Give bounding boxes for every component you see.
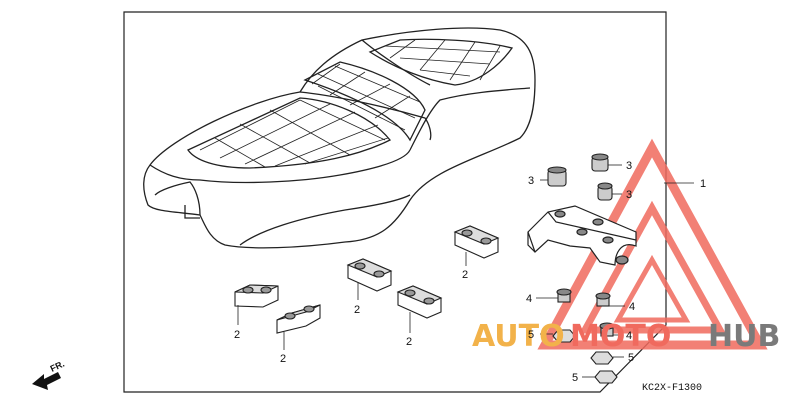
rear-pad — [368, 38, 514, 86]
front-direction-arrow-icon: FR. — [32, 359, 66, 390]
grommet — [591, 153, 609, 172]
watermark-auto: AUTO — [472, 319, 565, 354]
bolt — [599, 322, 615, 337]
grommets — [547, 153, 613, 201]
callout-2: 2 — [234, 329, 240, 341]
callout-2: 2 — [354, 304, 360, 316]
callout-3: 3 — [626, 189, 632, 201]
callout-4: 4 — [626, 330, 632, 342]
callout-1: 1 — [700, 178, 706, 190]
callout-numbers: 1 2 2 2 2 2 3 3 3 4 4 4 5 5 5 — [234, 160, 706, 384]
callout-4: 4 — [526, 293, 532, 305]
grommet — [597, 182, 613, 201]
watermark-hub: HUB — [708, 319, 780, 354]
nut — [590, 351, 614, 365]
seat-bracket — [527, 205, 637, 266]
bolt — [556, 288, 572, 303]
nut — [552, 329, 576, 343]
mid-pad — [303, 61, 426, 142]
rubber-block — [396, 285, 443, 319]
callout-4: 4 — [629, 301, 635, 313]
bolt — [595, 292, 611, 307]
callout-3: 3 — [626, 160, 632, 172]
drawing-code: KC2X-F1300 — [642, 383, 702, 394]
callout-5: 5 — [572, 372, 578, 384]
leader-lines-2 — [237, 252, 467, 350]
rubber-blocks — [234, 225, 500, 334]
nut — [594, 370, 618, 384]
callout-2: 2 — [280, 353, 286, 365]
callout-2: 2 — [406, 336, 412, 348]
watermark-text: AUTO MOTO HUB — [472, 319, 780, 354]
callout-5: 5 — [528, 329, 534, 341]
grommet — [547, 166, 567, 187]
callout-5: 5 — [628, 352, 634, 364]
nuts — [552, 329, 618, 384]
rubber-block — [346, 258, 393, 292]
callout-3: 3 — [528, 175, 534, 187]
direction-label: FR. — [49, 359, 66, 374]
rubber-block — [276, 304, 321, 334]
rubber-block — [234, 284, 279, 308]
rubber-block — [453, 225, 500, 259]
diagram-frame — [123, 11, 667, 393]
callout-2: 2 — [462, 269, 468, 281]
bolts — [556, 288, 615, 337]
watermark-moto: MOTO — [570, 319, 671, 354]
leader-lines — [536, 164, 694, 378]
seat-body — [143, 27, 536, 249]
seat-assembly — [143, 27, 536, 249]
